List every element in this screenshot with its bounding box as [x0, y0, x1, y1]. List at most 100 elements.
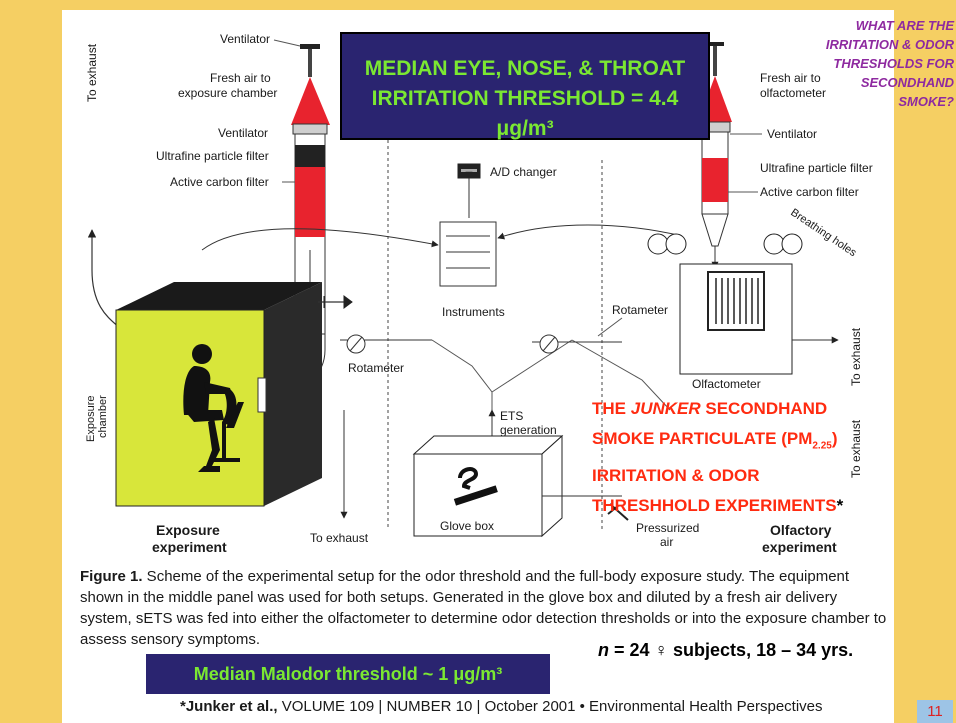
left-rotameter-needle	[349, 336, 363, 352]
exposure-experiment-title-2: experiment	[152, 539, 227, 555]
olfactometer-inner	[707, 271, 765, 331]
left-fresh-air-label-1: Fresh air to	[210, 71, 271, 85]
left-syringe-stem	[308, 49, 312, 77]
junker-line-1-post: SECONDHAND	[700, 399, 828, 418]
right-column-taper	[701, 213, 729, 247]
left-ufp-filter-label: Ultrafine particle filter	[156, 149, 269, 163]
left-ventilator-band	[292, 123, 328, 135]
mid-rotameter-needle	[542, 336, 556, 352]
pressurized-label-1: Pressurized	[636, 521, 699, 535]
question-line-3: THRESHOLDS FOR	[833, 56, 954, 71]
left-valve-icon	[323, 295, 353, 309]
question-callout: WHAT ARE THE IRRITATION & ODOR THRESHOLD…	[800, 16, 954, 111]
seated-person-icon	[183, 344, 244, 472]
ad-changer-label: A/D changer	[490, 165, 557, 179]
experiment-diagram: To exhaust Ventilator Fresh air to expos…	[85, 32, 873, 555]
malodor-threshold-box: Median Malodor threshold ~ 1 μg/m³	[146, 654, 550, 694]
left-filter-red	[295, 167, 325, 237]
irritation-threshold-line-1: MEDIAN EYE, NOSE, & THROAT	[364, 57, 686, 80]
exposure-experiment-title-1: Exposure	[156, 522, 220, 538]
junker-line-1: THE JUNKER SECONDHAND	[592, 394, 892, 424]
chamber-top	[116, 282, 322, 310]
right-syringe-stem	[713, 46, 717, 76]
left-filter-black	[295, 145, 325, 167]
irritation-threshold-box: MEDIAN EYE, NOSE, & THROAT IRRITATION TH…	[340, 32, 710, 140]
glove-box-top	[412, 435, 564, 455]
junker-line-4-star: *	[836, 496, 844, 516]
right-ventilator-label: Ventilator	[767, 127, 817, 141]
breathing-hole-2	[665, 233, 687, 255]
chamber-port	[257, 377, 267, 413]
junker-line-1-pre: THE	[592, 399, 631, 418]
exposure-chamber-label-1: Exposure	[85, 396, 97, 442]
instruments-label: Instruments	[442, 305, 505, 319]
left-ventilator-top-label: Ventilator	[220, 32, 270, 46]
question-line-5: SMOKE?	[898, 94, 954, 109]
question-line-4: SECONDHAND	[860, 75, 954, 90]
junker-line-4-text: THRESHHOLD EXPERIMENTS	[592, 496, 837, 516]
left-ventilator-top-leader	[273, 39, 301, 47]
mid-rotameter-leader	[597, 317, 623, 337]
cigarette-icon	[453, 467, 498, 506]
right-ufp-filter-label: Ultrafine particle filter	[760, 161, 873, 175]
ad-changer-stripe	[461, 169, 477, 172]
left-fresh-air-label-2: exposure chamber	[178, 86, 277, 100]
subjects-note: n = 24 ♀ subjects, 18 – 34 yrs.	[598, 640, 918, 661]
junker-line-2-sub: 2.25	[812, 440, 832, 452]
mid-rotameter-label: Rotameter	[612, 303, 668, 317]
citation-volume: VOLUME 109 | NUMBER 10 | October 2001 • …	[277, 698, 823, 715]
citation: *Junker et al., VOLUME 109 | NUMBER 10 |…	[180, 698, 900, 715]
irritation-threshold-line-2: IRRITATION THRESHOLD = 4.4 μg/m³	[371, 87, 679, 140]
olfactometer-label: Olfactometer	[692, 377, 761, 391]
left-to-exhaust-bottom-label: To exhaust	[310, 531, 369, 545]
left-carbon-filter-label: Active carbon filter	[170, 175, 269, 189]
junker-line-2: SMOKE PARTICULATE (PM2.25)	[592, 424, 892, 461]
caption-label: Figure 1.	[80, 568, 143, 585]
olfactometer-fins	[715, 278, 759, 324]
caption-text: Scheme of the experimental setup for the…	[80, 568, 887, 648]
right-stripe	[894, 0, 956, 723]
junker-experiment-callout: THE JUNKER SECONDHAND SMOKE PARTICULATE …	[592, 394, 892, 521]
left-to-exhaust-label: To exhaust	[85, 43, 99, 102]
question-line-2: IRRITATION & ODOR	[825, 37, 954, 52]
right-fresh-air-label-2: olfactometer	[760, 86, 826, 100]
breathing-hole-4	[781, 233, 803, 255]
right-carbon-filter-label: Active carbon filter	[760, 185, 859, 199]
junker-line-4: THRESHHOLD EXPERIMENTS*	[592, 491, 892, 521]
glove-box-label: Glove box	[440, 519, 494, 533]
left-rotameter-label: Rotameter	[348, 361, 404, 375]
junker-line-1-em: JUNKER	[630, 399, 701, 418]
page-number: 11	[917, 700, 953, 723]
instruments-icon	[439, 221, 497, 287]
olfactory-experiment-title-1: Olfactory	[770, 522, 832, 538]
exposure-chamber-label-2: chamber	[97, 395, 109, 438]
pressurized-valve-icon	[607, 503, 629, 521]
junker-line-3: IRRITATION & ODOR	[592, 466, 760, 486]
left-funnel	[291, 77, 330, 125]
left-stripe	[0, 0, 62, 723]
instruments-link-right	[497, 224, 683, 240]
junker-line-2-post: )	[831, 429, 838, 448]
citation-author: *Junker et al.,	[180, 698, 278, 715]
ets-label-1: ETS	[500, 409, 523, 423]
chamber-side	[264, 282, 322, 506]
right-to-exhaust-label-1: To exhaust	[849, 327, 863, 386]
right-to-exhaust-label-2: To exhaust	[849, 419, 863, 478]
instruments-link-left	[201, 228, 439, 251]
right-filter-red	[702, 158, 728, 202]
pressurized-label-2: air	[660, 535, 673, 549]
olfactory-experiment-title-2: experiment	[762, 539, 837, 555]
top-stripe	[62, 0, 894, 10]
question-line-1: WHAT ARE THE	[855, 18, 954, 33]
right-fresh-air-label-1: Fresh air to	[760, 71, 821, 85]
subjects-n: n	[598, 640, 609, 660]
figure-caption: Figure 1. Scheme of the experimental set…	[80, 566, 890, 650]
left-ventilator-label: Ventilator	[218, 126, 268, 140]
right-ventilator-cap	[706, 42, 724, 46]
glove-box-side	[541, 434, 563, 538]
subjects-text: = 24 ♀ subjects, 18 – 34 yrs.	[609, 640, 854, 660]
junker-line-2-pre: SMOKE PARTICULATE (PM	[592, 429, 813, 448]
breathing-hole-1	[647, 233, 669, 255]
ets-label-2: generation	[500, 423, 557, 437]
left-ventilator-cap	[300, 44, 320, 49]
